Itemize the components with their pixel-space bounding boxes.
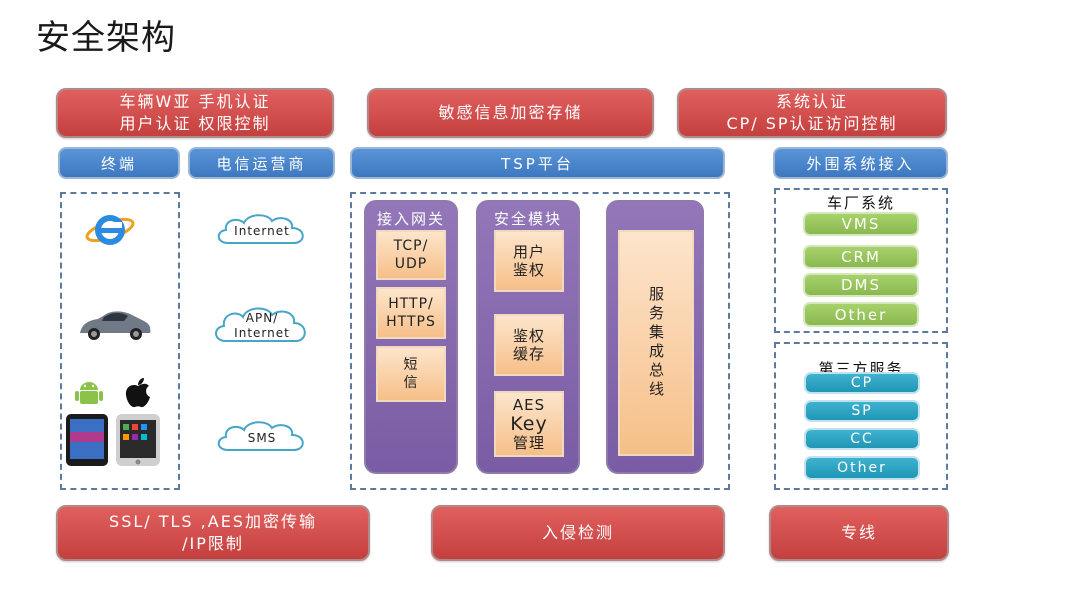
oem-item-dms: DMS: [803, 273, 919, 297]
encrypted-storage-box: 敏感信息加密存储: [367, 88, 654, 138]
cloud-apn: APN/ Internet: [210, 303, 314, 349]
encrypted-storage-label: 敏感信息加密存储: [438, 103, 583, 122]
dedicated-line-box: 专线: [769, 505, 949, 561]
oem-item-crm: CRM: [803, 245, 919, 269]
gateway-item-line2: 信: [403, 375, 419, 391]
transport-encryption-line2: /IP限制: [182, 534, 244, 553]
apple-icon: [120, 375, 156, 411]
service-bus-label: 服务集成总线: [647, 286, 665, 400]
gateway-item-http: HTTP/ HTTPS: [376, 287, 446, 339]
tsp-region: [350, 192, 730, 490]
intrusion-detection-box: 入侵检测: [431, 505, 725, 561]
cloud-internet: Internet: [212, 211, 312, 251]
third-party-item-other: Other: [804, 456, 920, 480]
security-item-aes-key: AES Key 管理: [494, 391, 564, 457]
cloud-internet-line1: Internet: [234, 223, 290, 238]
auth-policy-line2: 用户认证 权限控制: [119, 114, 271, 133]
gateway-item-tcp: TCP/ UDP: [376, 230, 446, 280]
security-item-line1: 鉴权: [512, 327, 545, 345]
gateway-item-sms: 短 信: [376, 346, 446, 402]
dedicated-line-label: 专线: [840, 523, 877, 542]
auth-policy-line1: 车辆W亚 手机认证: [119, 92, 271, 111]
security-item-line3: 管理: [512, 433, 545, 452]
carrier-header: 电信运营商: [188, 147, 335, 179]
page-title: 安全架构: [36, 18, 176, 58]
security-item-line1: AES: [512, 395, 546, 414]
external-header: 外围系统接入: [773, 147, 948, 179]
cloud-icon: [217, 421, 304, 451]
cloud-apn-line2: Internet: [234, 326, 290, 340]
terminal-header: 终端: [58, 147, 180, 179]
oem-title: 车厂系统: [826, 194, 895, 212]
security-item-line2: Key: [510, 412, 548, 435]
auth-policy-box: 车辆W亚 手机认证 用户认证 权限控制: [56, 88, 334, 138]
system-auth-line1: 系统认证: [775, 92, 848, 111]
gateway-item-line2: UDP: [394, 256, 428, 272]
security-item-auth-cache: 鉴权 缓存: [494, 314, 564, 376]
system-auth-box: 系统认证 CP/ SP认证访问控制: [677, 88, 947, 138]
gateway-item-line1: TCP/: [393, 238, 429, 254]
oem-item-other: Other: [803, 302, 919, 327]
security-item-user-auth: 用户 鉴权: [494, 230, 564, 292]
transport-encryption-box: SSL/ TLS ,AES加密传输 /IP限制: [56, 505, 370, 561]
security-item-line2: 缓存: [512, 345, 545, 363]
android-icon: [72, 378, 106, 410]
security-title: 安全模块: [493, 210, 562, 228]
ie-browser-icon: [82, 208, 138, 252]
car-icon: [74, 305, 154, 345]
oem-item-vms: VMS: [803, 212, 919, 236]
cloud-icon: [215, 307, 306, 342]
cloud-sms: SMS: [212, 418, 312, 458]
gateway-item-line2: HTTPS: [386, 314, 436, 330]
security-item-line1: 用户: [512, 243, 545, 261]
oem-region: [774, 188, 948, 333]
service-bus-box: 服务集成总线: [618, 230, 694, 456]
cloud-apn-line1: APN/: [245, 311, 279, 325]
terminal-region: [60, 192, 180, 490]
third-party-item-cp: CP: [804, 372, 920, 394]
security-item-line2: 鉴权: [512, 261, 545, 279]
transport-encryption-line1: SSL/ TLS ,AES加密传输: [109, 512, 317, 531]
gateway-item-line1: 短: [403, 357, 419, 373]
gateway-item-line1: HTTP/: [388, 296, 434, 312]
cloud-sms-line1: SMS: [247, 430, 277, 445]
cloud-icon: [217, 214, 304, 244]
smartphone-icon: [64, 412, 164, 468]
third-party-item-sp: SP: [804, 400, 920, 422]
system-auth-line2: CP/ SP认证访问控制: [726, 114, 898, 133]
gateway-title: 接入网关: [376, 210, 445, 228]
tsp-header: TSP平台: [350, 147, 725, 179]
third-party-region: [774, 342, 948, 490]
intrusion-detection-label: 入侵检测: [541, 523, 614, 542]
third-party-item-cc: CC: [804, 428, 920, 450]
